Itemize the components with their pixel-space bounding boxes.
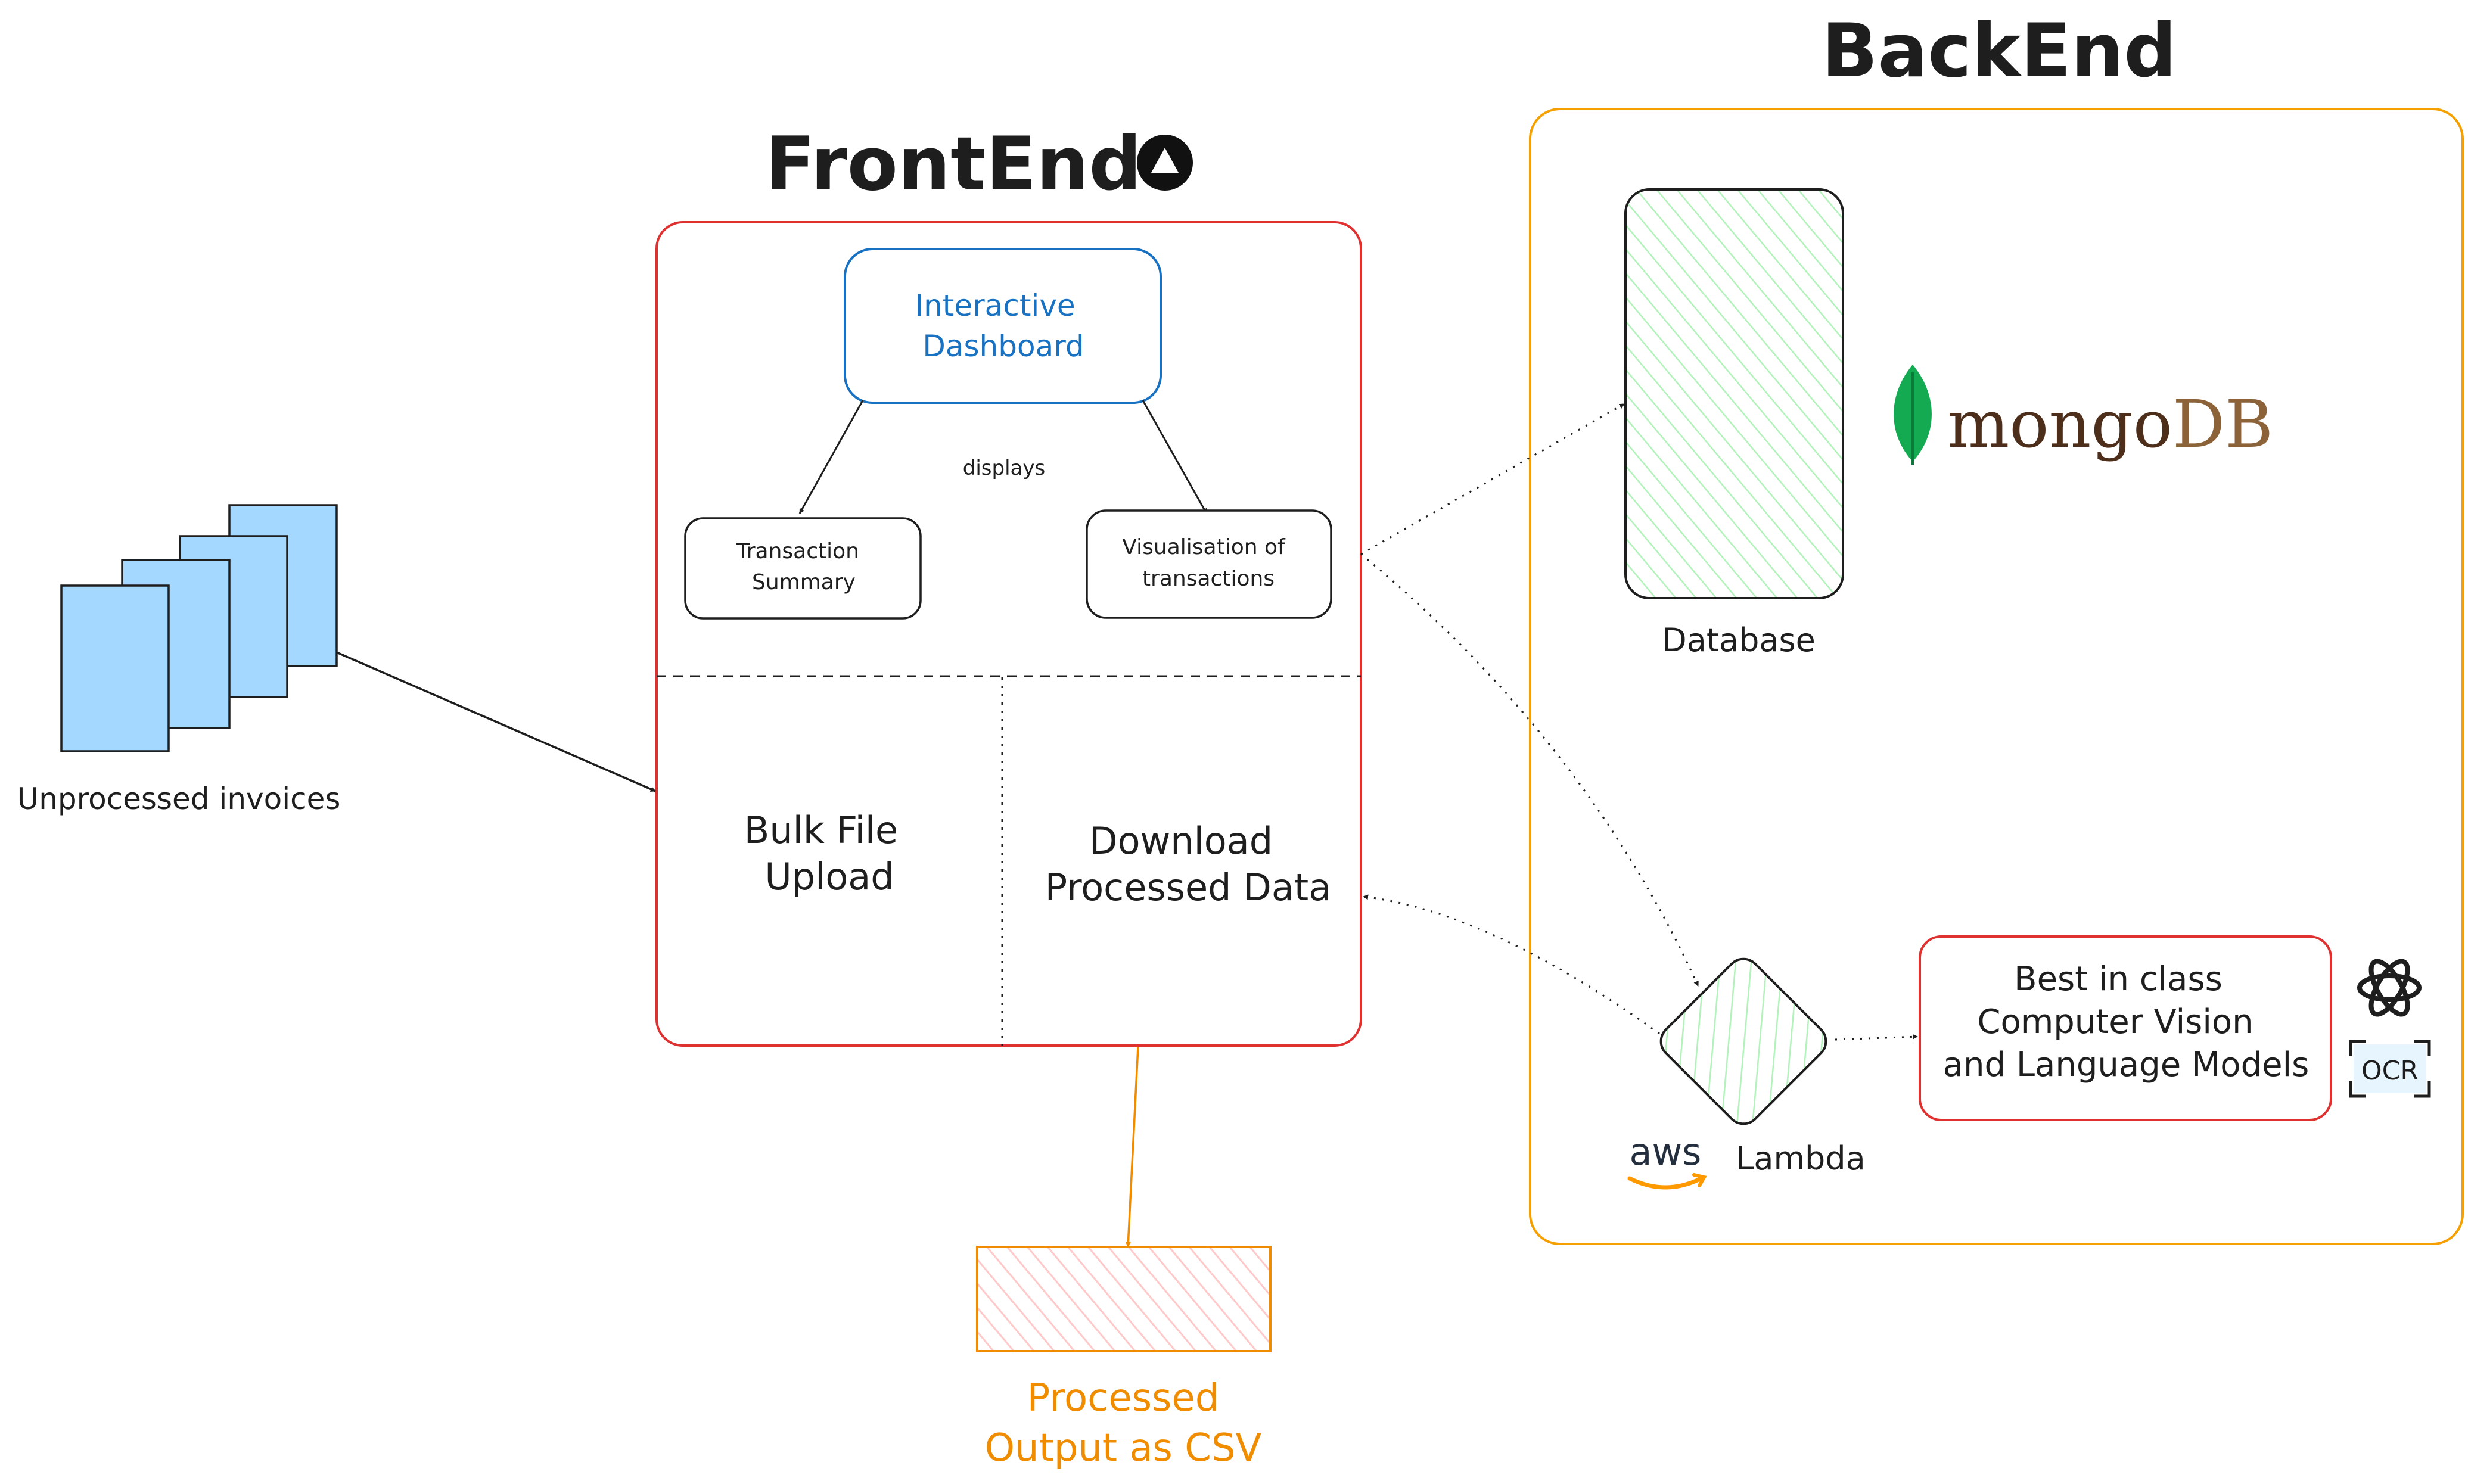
mongodb-leaf-icon xyxy=(1894,365,1932,465)
bulk-upload-line-2: Upload xyxy=(764,855,894,898)
database-cylinder xyxy=(1624,188,1844,599)
frontend-container xyxy=(655,221,1362,1047)
displays-label: displays xyxy=(963,456,1045,480)
aws-smile-icon: aws xyxy=(1627,1130,1707,1190)
dashboard-line-2: Dashboard xyxy=(922,329,1084,363)
models-line-2: Computer Vision xyxy=(1977,1003,2253,1041)
visualisation-line-2: transactions xyxy=(1142,567,1275,591)
lambda-to-models-arrow xyxy=(1835,1034,1918,1041)
frontend-title: FrontEnd xyxy=(765,122,1142,207)
lambda-label: Lambda xyxy=(1736,1140,1865,1177)
invoices-to-upload-arrow xyxy=(336,651,656,792)
transaction-summary-line-2: Summary xyxy=(752,570,856,595)
ocr-label: OCR xyxy=(2361,1056,2419,1086)
unprocessed-invoices-label: Unprocessed invoices xyxy=(17,782,341,816)
visualisation-line-1: Visualisation of xyxy=(1122,535,1286,559)
models-line-1: Best in class xyxy=(2014,960,2223,998)
dashboard-line-1: Interactive xyxy=(915,288,1075,323)
dashboard-to-summary-arrow xyxy=(798,400,864,514)
models-box xyxy=(1919,935,2332,1121)
download-line-1: Download xyxy=(1089,819,1273,863)
vercel-triangle-icon xyxy=(1137,135,1193,191)
processed-output-line-2: Output as CSV xyxy=(985,1426,1262,1470)
transaction-summary-line-1: Transaction xyxy=(736,539,859,564)
interactive-dashboard-box xyxy=(844,248,1162,404)
mongodb-wordmark: mongoDB xyxy=(1947,386,2273,462)
frontend-to-csv-arrow xyxy=(1125,1046,1139,1247)
bulk-upload-line-1: Bulk File xyxy=(744,808,898,852)
models-line-3: and Language Models xyxy=(1943,1046,2310,1084)
lambda-diamond xyxy=(1659,957,1827,1125)
ocr-scan-icon: OCR xyxy=(2349,1040,2431,1098)
aws-wordmark: aws xyxy=(1629,1130,1701,1174)
download-line-2: Processed Data xyxy=(1045,866,1331,909)
lambda-to-download-arrow xyxy=(1363,894,1660,1035)
invoice-stack-icon xyxy=(60,504,338,752)
database-label: Database xyxy=(1662,621,1816,659)
transaction-summary-box xyxy=(684,517,922,620)
visualisation-to-database-arrow xyxy=(1360,403,1625,555)
processed-output-line-1: Processed xyxy=(1027,1376,1220,1420)
openai-knot-icon xyxy=(2357,959,2422,1017)
backend-container xyxy=(1529,108,2464,1245)
processed-csv-box xyxy=(976,1246,1272,1352)
dashboard-to-visualisation-arrow xyxy=(1142,400,1208,514)
visualisation-box xyxy=(1086,509,1332,619)
backend-title: BackEnd xyxy=(1822,8,2177,94)
